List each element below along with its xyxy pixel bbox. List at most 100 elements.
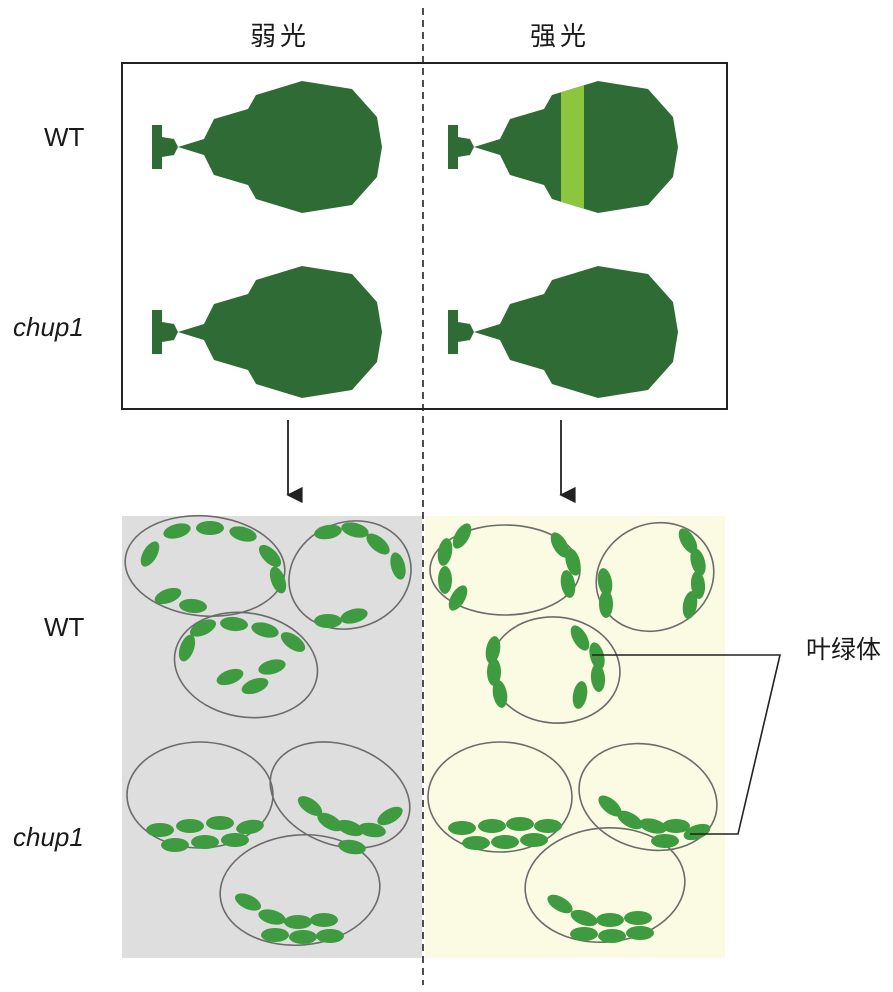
chloroplast bbox=[221, 833, 249, 847]
chloroplast bbox=[599, 590, 613, 618]
chloroplast bbox=[229, 526, 257, 542]
cell-outline bbox=[578, 742, 718, 852]
chloroplast bbox=[624, 911, 652, 925]
chloroplast bbox=[560, 570, 576, 598]
chloroplast bbox=[485, 636, 501, 664]
chloroplast bbox=[550, 532, 570, 558]
chloroplast bbox=[358, 822, 386, 838]
chloroplast bbox=[241, 677, 269, 695]
cell-outline bbox=[219, 833, 381, 947]
chloroplast bbox=[448, 585, 468, 611]
chloroplast bbox=[206, 816, 234, 830]
chloroplast bbox=[140, 541, 160, 567]
chloroplast bbox=[491, 835, 519, 849]
chloroplast bbox=[492, 680, 508, 708]
chloroplast bbox=[683, 823, 711, 841]
chloroplast bbox=[310, 913, 338, 927]
chloroplast bbox=[662, 819, 690, 833]
chloroplast bbox=[297, 796, 323, 816]
row-label-wt-top: WT bbox=[44, 122, 85, 152]
chloroplast bbox=[639, 818, 667, 834]
chloroplast bbox=[216, 668, 244, 686]
chloroplast bbox=[234, 893, 262, 911]
row-label-wt-bottom: WT bbox=[44, 612, 85, 642]
chloroplast bbox=[179, 598, 207, 614]
chloroplast bbox=[626, 926, 654, 940]
strong-light-cell-panel bbox=[425, 516, 725, 958]
chloroplast bbox=[338, 839, 366, 855]
chloroplast bbox=[590, 664, 606, 692]
chloroplast bbox=[336, 819, 364, 837]
chloroplast bbox=[452, 523, 472, 549]
chloroplast bbox=[289, 930, 317, 944]
column-label-strong-light: 强光 bbox=[530, 22, 591, 52]
cell-outline bbox=[269, 741, 411, 849]
chloroplast bbox=[314, 614, 342, 628]
chloroplast bbox=[317, 812, 343, 832]
chloroplast bbox=[220, 616, 248, 632]
chloroplast bbox=[572, 681, 588, 709]
chloroplast bbox=[261, 928, 289, 942]
chloroplast bbox=[316, 929, 344, 943]
chloroplast bbox=[176, 819, 204, 833]
chloroplast bbox=[163, 523, 191, 539]
chloroplast bbox=[189, 619, 217, 637]
column-label-weak-light: 弱光 bbox=[250, 22, 311, 52]
chloroplast bbox=[570, 909, 598, 927]
chloroplast bbox=[520, 833, 548, 847]
chloroplast bbox=[487, 658, 501, 686]
chloroplast bbox=[565, 548, 581, 576]
chloroplast bbox=[570, 625, 590, 651]
chloroplast bbox=[178, 634, 196, 662]
chloroplast bbox=[280, 632, 306, 652]
chloroplast bbox=[462, 836, 490, 850]
chloroplast bbox=[690, 571, 706, 599]
chloroplast bbox=[589, 642, 605, 670]
chloroplast bbox=[236, 819, 264, 835]
chloroplast bbox=[251, 622, 279, 638]
chloroplast bbox=[196, 521, 224, 535]
chloroplast bbox=[448, 821, 476, 835]
chloroplast bbox=[506, 817, 534, 831]
chloroplast bbox=[597, 568, 613, 596]
chloroplast bbox=[390, 552, 406, 580]
chloroplast bbox=[258, 909, 286, 925]
leaf-pale-band bbox=[561, 81, 584, 213]
chloroplast bbox=[146, 823, 174, 837]
chloroplast bbox=[534, 819, 562, 833]
chloroplast bbox=[437, 538, 453, 566]
cell-outline bbox=[173, 611, 319, 719]
chloroplast bbox=[269, 566, 287, 594]
chloroplast bbox=[341, 522, 369, 538]
chloroplast bbox=[258, 544, 282, 568]
chloroplast bbox=[598, 795, 622, 817]
chloroplast bbox=[377, 806, 403, 826]
chloroplast bbox=[547, 894, 573, 914]
row-label-chup1-top: chup1 bbox=[13, 312, 84, 342]
chloroplast bbox=[570, 927, 598, 941]
chloroplast bbox=[598, 929, 626, 943]
chloroplast bbox=[366, 533, 390, 555]
chloroplast bbox=[690, 548, 706, 576]
chloroplast bbox=[682, 591, 698, 619]
chloroplast bbox=[478, 819, 506, 833]
cell-outline bbox=[427, 741, 573, 853]
chloroplast bbox=[651, 834, 679, 848]
chloroplast-callout-label: 叶绿体 bbox=[806, 635, 882, 664]
chloroplast bbox=[191, 835, 219, 849]
cell-outline bbox=[124, 514, 286, 618]
chloroplast bbox=[314, 524, 342, 540]
chloroplast bbox=[258, 659, 286, 675]
chloroplast bbox=[678, 528, 698, 554]
chloroplast bbox=[438, 566, 452, 594]
chloroplast bbox=[284, 915, 312, 929]
callout-leader-line bbox=[592, 654, 782, 835]
row-label-chup1-bottom: chup1 bbox=[13, 822, 84, 852]
chloroplast bbox=[161, 838, 189, 852]
chloroplast bbox=[617, 810, 643, 830]
chloroplast bbox=[340, 608, 368, 624]
chloroplast bbox=[596, 913, 624, 927]
chloroplast bbox=[154, 587, 182, 605]
